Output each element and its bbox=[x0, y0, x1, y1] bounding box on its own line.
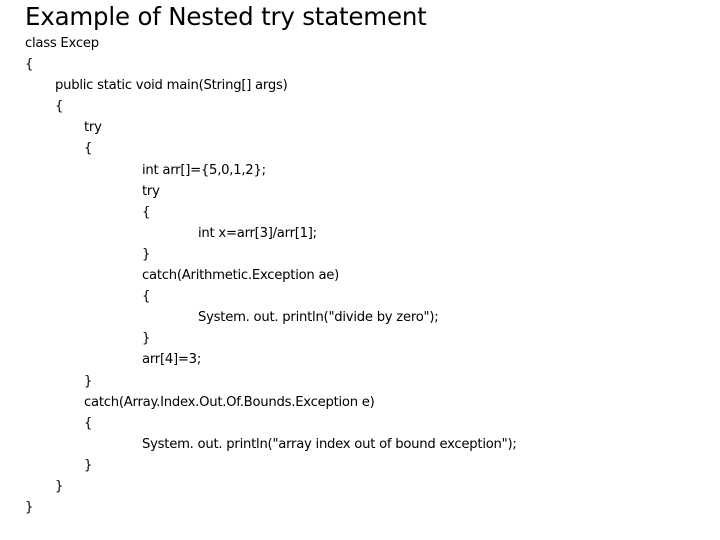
code-line: { bbox=[84, 415, 93, 431]
code-line: } bbox=[84, 457, 93, 473]
code-line: public static void main(String[] args) bbox=[55, 78, 288, 94]
code-line: { bbox=[84, 141, 93, 157]
code-line: } bbox=[142, 246, 151, 262]
code-line: } bbox=[84, 373, 93, 389]
code-line: } bbox=[142, 331, 151, 347]
code-line: } bbox=[25, 500, 34, 516]
code-line: int arr[]={5,0,1,2}; bbox=[142, 162, 266, 178]
code-listing: class Excep { public static void main(Stri… bbox=[0, 33, 720, 518]
code-line: class Excep bbox=[25, 36, 99, 51]
code-line: try bbox=[142, 183, 160, 199]
code-line: arr[4]=3; bbox=[142, 352, 202, 368]
code-line: try bbox=[84, 120, 102, 136]
page-title: Example of Nested try statement bbox=[25, 2, 427, 31]
code-line: int x=arr[3]/arr[1]; bbox=[198, 225, 317, 241]
code-line: System. out. println("divide by zero"); bbox=[198, 310, 439, 326]
code-line: { bbox=[142, 204, 151, 220]
code-line: catch(Array.Index.Out.Of.Bounds.Exceptio… bbox=[84, 394, 375, 410]
code-line: { bbox=[142, 289, 151, 305]
code-line: catch(Arithmetic.Exception ae) bbox=[142, 268, 340, 284]
code-line: { bbox=[55, 99, 64, 115]
code-line: System. out. println("array index out of… bbox=[142, 436, 517, 452]
code-line: } bbox=[55, 478, 64, 494]
code-line: { bbox=[25, 57, 34, 73]
